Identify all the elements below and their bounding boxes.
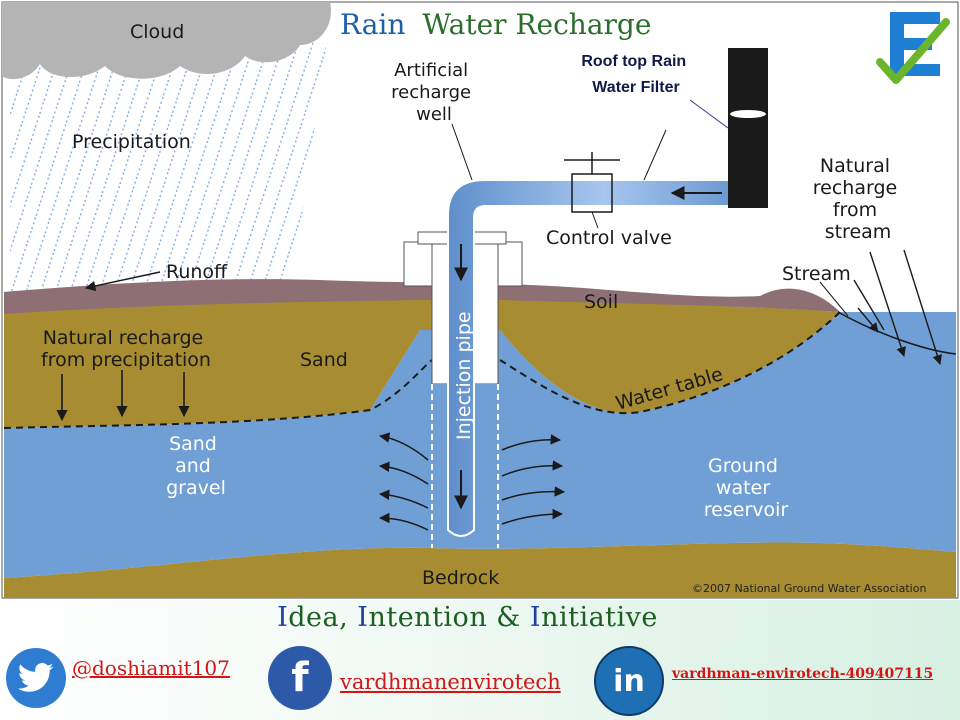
- roof-filter-image: [728, 48, 768, 208]
- sand-layer: [4, 298, 840, 428]
- copyright-notice: ©2007 National Ground Water Association: [692, 582, 926, 595]
- soil-layer: [4, 279, 840, 314]
- outflow-arrows: [378, 432, 566, 531]
- twitter-icon: [6, 648, 66, 708]
- label-precipitation: Precipitation: [72, 131, 191, 153]
- label-stream: Stream: [782, 263, 851, 285]
- pipe-leader: [643, 129, 667, 181]
- label-soil: Soil: [584, 291, 618, 313]
- linkedin-handle[interactable]: vardhman-envirotech-409407115: [672, 666, 934, 682]
- facebook-link[interactable]: f vardhmanenvirotech: [268, 646, 561, 710]
- runoff-arrow: [84, 271, 161, 292]
- stream-recharge-leader: [853, 279, 885, 331]
- injection-pipe: [447, 179, 761, 537]
- well-label-leader: [451, 123, 473, 181]
- diagram-title: Rain Water Recharge: [340, 8, 651, 41]
- label-natural-recharge-stream: Natural recharge from stream: [813, 155, 904, 243]
- water-table-line: [3, 311, 841, 429]
- valve-leader: [591, 211, 599, 229]
- label-control-valve: Control valve: [546, 227, 672, 249]
- facebook-icon: f: [268, 646, 332, 710]
- linkedin-icon: in: [594, 646, 664, 716]
- stream-bed-line: [837, 311, 957, 355]
- footer-band: [0, 600, 960, 720]
- rain-water-recharge-diagram: Rain Water Recharge Cloud Precipitation …: [1, 1, 959, 599]
- label-artificial-well: Artificial recharge well: [391, 60, 477, 125]
- slogan: Idea, Intention & Initiative: [277, 602, 658, 633]
- label-bedrock: Bedrock: [422, 567, 499, 589]
- label-sand: Sand: [300, 349, 348, 371]
- facebook-handle[interactable]: vardhmanenvirotech: [340, 670, 561, 694]
- bedrock-layer: [4, 542, 956, 598]
- title-word-recharge: Water Recharge: [422, 8, 651, 41]
- label-sand-gravel: Sand and gravel: [166, 433, 226, 499]
- cloud-shape: [2, 2, 331, 80]
- stream-recharge-arrow-3: [903, 249, 943, 365]
- filter-label-leader: [689, 99, 729, 129]
- label-ground-water-reservoir: Ground water reservoir: [704, 455, 789, 521]
- twitter-link[interactable]: @doshiamit107: [6, 648, 230, 708]
- linkedin-link[interactable]: in vardhman-envirotech-409407115: [594, 646, 933, 716]
- label-roof-filter: Roof top Rain Water Filter: [581, 53, 690, 96]
- logo-mark: [876, 12, 950, 84]
- twitter-handle[interactable]: @doshiamit107: [72, 656, 230, 680]
- stream-recharge-arrow-2: [857, 307, 879, 333]
- label-runoff: Runoff: [166, 261, 228, 283]
- stream-recharge-arrow-1: [869, 251, 906, 357]
- rain-streaks: [10, 20, 330, 300]
- label-cloud: Cloud: [130, 21, 184, 43]
- label-natural-recharge-precip: Natural recharge from precipitation: [41, 327, 211, 371]
- label-injection-pipe: Injection pipe: [453, 311, 475, 440]
- title-word-rain: Rain: [340, 8, 405, 41]
- stream-label-leader: [819, 281, 849, 317]
- filter-highlight: [730, 110, 766, 118]
